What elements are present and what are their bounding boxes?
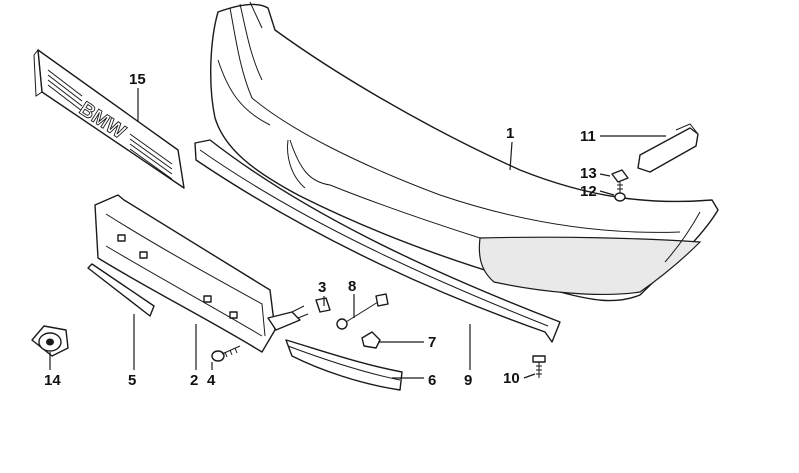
leader-lines: [49, 88, 666, 379]
callouts: 1 2 3 4 5 6 7 8 9 10 11 12 13 14 15: [44, 71, 597, 389]
callout-2: 2: [190, 372, 198, 389]
callout-12: 12: [580, 183, 597, 200]
bumper-support-strip: [194, 139, 561, 343]
trim-strip: [87, 263, 155, 317]
callout-7: 7: [428, 334, 436, 351]
callout-10: 10: [503, 370, 520, 387]
callout-11: 11: [580, 128, 596, 145]
clip: [361, 331, 381, 349]
grille-badge: BMW: [33, 48, 185, 189]
callout-1: 1: [506, 125, 514, 142]
callout-13: 13: [580, 165, 597, 182]
callout-8: 8: [348, 278, 356, 295]
bumper-cover: [210, 1, 719, 302]
corner-moulding: [285, 339, 403, 391]
callout-3: 3: [318, 279, 326, 296]
callout-14: 14: [44, 372, 61, 389]
callout-4: 4: [207, 372, 216, 389]
small-clip: [315, 297, 331, 313]
side-bracket: [637, 123, 699, 173]
screw: [211, 345, 241, 362]
license-plate-bracket: [94, 194, 309, 353]
pin-cable: [336, 293, 389, 330]
round-clip: [31, 325, 69, 357]
small-screw: [614, 182, 626, 202]
bolt: [532, 355, 546, 378]
callout-6: 6: [428, 372, 436, 389]
callout-5: 5: [128, 372, 136, 389]
callout-15: 15: [129, 71, 146, 88]
callout-9: 9: [464, 372, 472, 389]
nut-clip: [611, 169, 629, 183]
